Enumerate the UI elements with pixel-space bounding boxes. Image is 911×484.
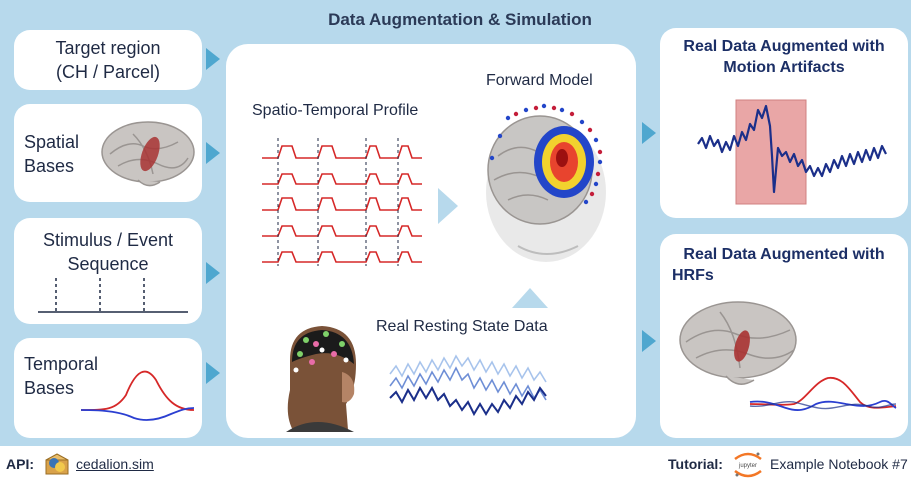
- spatial-bases-line1: Spatial: [24, 132, 80, 152]
- forward-model-label: Forward Model: [486, 72, 593, 89]
- arrow-temporal-bases: [206, 362, 220, 384]
- center-right-arrow: [438, 188, 458, 224]
- eeg-cap-photo: [286, 326, 356, 432]
- temporal-bases-card: Temporal Bases: [14, 338, 202, 438]
- arrow-stimulus: [206, 262, 220, 284]
- hrf-title-line2: HRFs: [672, 267, 714, 284]
- motion-title-line2: Motion Artifacts: [723, 59, 845, 76]
- arrow-target-region: [206, 48, 220, 70]
- spatial-bases-card: Spatial Bases: [14, 104, 202, 202]
- target-region-line2: (CH / Parcel): [55, 62, 160, 82]
- resting-state-plot: [389, 354, 547, 417]
- temporal-bases-plot: [80, 370, 195, 421]
- api-link-wrap: cedalion.sim: [76, 456, 154, 472]
- api-footer: API:: [6, 456, 34, 472]
- event-sequence-icon: [38, 278, 188, 313]
- temporal-bases-line2: Bases: [24, 378, 75, 398]
- spatio-temporal-profile-plot: [262, 138, 422, 266]
- jupyter-icon: jupyter: [734, 452, 762, 478]
- notebook-link-wrap: Example Notebook #7: [770, 456, 908, 472]
- resting-state-label: Real Resting State Data: [376, 318, 548, 335]
- brain-icon: [101, 121, 195, 187]
- tutorial-label: Tutorial:: [668, 456, 723, 472]
- python-package-icon: [45, 453, 69, 475]
- tutorial-footer: Tutorial:: [668, 456, 723, 472]
- spatial-bases-line2: Bases: [24, 156, 75, 176]
- center-up-arrow: [512, 288, 548, 308]
- target-region-line1: Target region: [55, 38, 161, 58]
- head-icon: [486, 103, 606, 262]
- hrf-brain-icon: [679, 301, 797, 385]
- arrow-to-hrf: [642, 330, 656, 352]
- target-region-card: Target region (CH / Parcel): [14, 30, 202, 90]
- stimulus-card: Stimulus / Event Sequence: [14, 218, 202, 324]
- temporal-bases-line1: Temporal: [24, 354, 99, 374]
- spatio-temporal-label: Spatio-Temporal Profile: [252, 102, 419, 119]
- jupyter-text: jupyter: [738, 463, 757, 469]
- motion-artifacts-plot: [697, 99, 887, 205]
- notebook-link[interactable]: Example Notebook #7: [770, 456, 908, 472]
- api-label: API:: [6, 456, 34, 472]
- diagram-title: Data Augmentation & Simulation: [328, 10, 592, 29]
- api-link[interactable]: cedalion.sim: [76, 456, 154, 472]
- stimulus-line1: Stimulus / Event: [42, 230, 174, 250]
- hrf-plot: [749, 377, 897, 411]
- arrow-spatial-bases: [206, 142, 220, 164]
- stimulus-line2: Sequence: [67, 254, 149, 274]
- motion-title-line1: Real Data Augmented with: [683, 38, 885, 55]
- arrow-to-motion: [642, 122, 656, 144]
- hrf-title-line1: Real Data Augmented with: [683, 246, 885, 263]
